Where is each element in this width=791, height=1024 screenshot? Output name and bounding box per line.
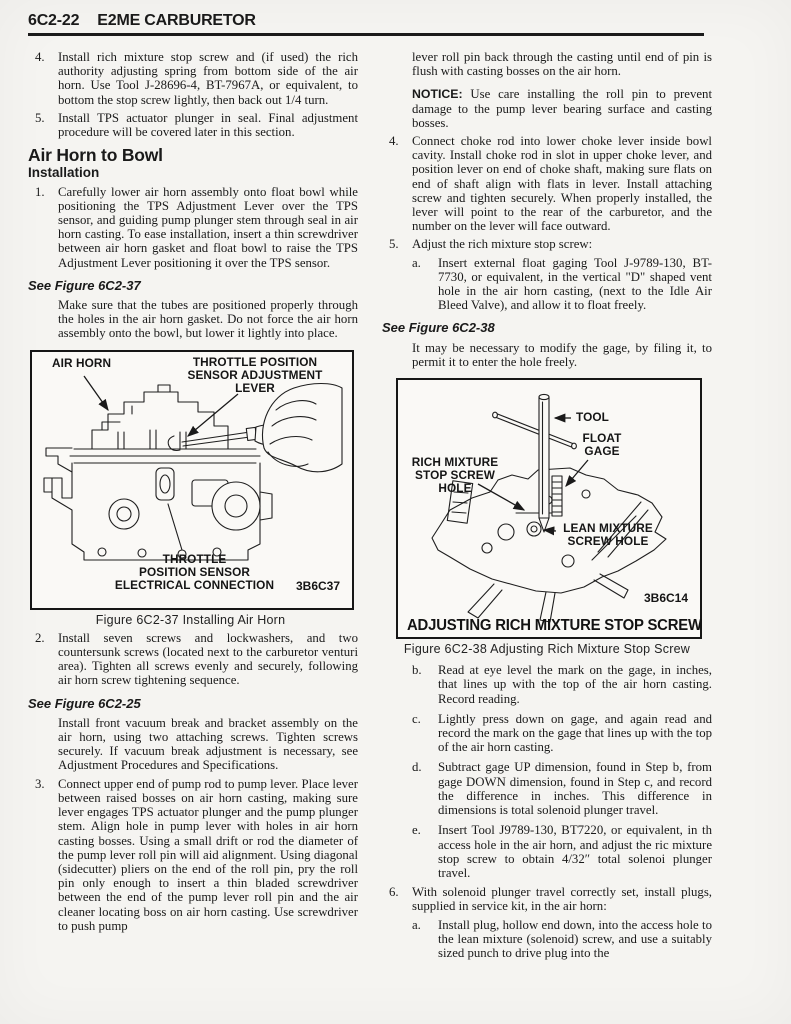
page-title: E2ME CARBURETOR: [97, 12, 256, 29]
step-text: Carefully lower air horn assembly onto f…: [58, 184, 358, 270]
notice-label: NOTICE:: [412, 87, 463, 102]
substep-letter: e.: [412, 823, 421, 838]
left-column: 4. Install rich mixture stop screw and (…: [28, 46, 358, 960]
step-number: 5.: [35, 110, 45, 125]
see-figure-reference: See Figure 6C2-25: [28, 695, 141, 711]
see-figure-reference: See Figure 6C2-38: [382, 320, 495, 336]
figure-note-paragraph: Make sure that the tubes are positioned …: [58, 298, 358, 341]
substep-text: Insert Tool J9789-130, BT7220, or equiva…: [438, 823, 712, 880]
hand: [262, 382, 343, 472]
page-number: 6C2-22: [28, 12, 80, 29]
step-item-1: 1. Carefully lower air horn assembly ont…: [28, 185, 358, 270]
figure-inset-title: ADJUSTING RICH MIXTURE STOP SCREW: [407, 616, 702, 634]
float-gage-label: FLOAT GAGE: [582, 431, 622, 459]
tps-connector: [155, 467, 175, 501]
figure-6c2-38: TOOL FLOAT GAGE RICH MIXTURE STOP SCREW …: [396, 378, 702, 640]
tool-label: TOOL: [576, 410, 609, 425]
installation-subheading: Installation: [28, 165, 100, 181]
step-item-3: 3. Connect upper end of pump rod to pump…: [28, 777, 358, 933]
step-number: 6.: [389, 885, 399, 900]
substep-text: Lightly press down on gage, and again re…: [438, 711, 712, 755]
figure-note-paragraph: It may be necessary to modify the gage, …: [412, 340, 712, 369]
step-number: 5.: [389, 237, 399, 252]
carburetor-body: [43, 384, 261, 561]
substep-item-d: d. Subtract gage UP dimension, found in …: [412, 760, 712, 817]
substep-text: Subtract gage UP dimension, found in Ste…: [438, 760, 712, 818]
notice-text: Use care installing the roll pin to prev…: [412, 87, 713, 130]
figure-art-code: 3B6C14: [644, 591, 689, 606]
see-figure-reference: See Figure 6C2-37: [28, 277, 141, 293]
step-text: Connect choke rod into lower choke lever…: [412, 134, 712, 234]
step-number: 1.: [35, 184, 45, 199]
page-header: 6C2-22 E2ME CARBURETOR: [28, 12, 791, 30]
step-item-2: 2. Install seven screws and lockwashers,…: [28, 631, 358, 688]
section-heading: Air Horn to Bowl: [28, 145, 163, 166]
step-text: Install seven screws and lockwashers, an…: [58, 630, 358, 688]
air-horn-label: AIR HORN: [52, 355, 112, 370]
figure-note-paragraph: Install front vacuum break and bracket a…: [58, 715, 358, 773]
substep-letter: a.: [412, 255, 421, 270]
step-item-4: 4. Connect choke rod into lower choke le…: [382, 134, 712, 233]
substep-letter: d.: [412, 760, 422, 775]
label-arrows: [83, 375, 239, 437]
vacuum-break-housing: [211, 481, 273, 531]
substep-letter: c.: [412, 711, 421, 726]
step-text: Install TPS actuator plunger in seal. Fi…: [58, 110, 358, 140]
substep-text: Insert external float gaging Tool J-9789…: [438, 255, 712, 313]
two-column-body: 4. Install rich mixture stop screw and (…: [28, 46, 791, 960]
substep-item-a: a. Install plug, hollow end down, into t…: [412, 918, 712, 961]
float-gage: [551, 475, 563, 517]
label-arrows: [477, 413, 589, 536]
step-text: Connect upper end of pump rod to pump le…: [58, 776, 358, 933]
substep-text: Read at eye level the mark on the gage, …: [438, 663, 712, 706]
substep-item-e: e. Insert Tool J9789-130, BT7220, or equ…: [412, 823, 712, 880]
step-number: 3.: [35, 776, 45, 791]
step-text: With solenoid plunger travel correctly s…: [412, 885, 712, 914]
step-item-4: 4. Install rich mixture stop screw and (…: [28, 50, 358, 107]
figure-6c2-37: AIR HORN THROTTLE POSITION SENSOR ADJUST…: [30, 349, 354, 610]
header-rule: [28, 33, 704, 36]
step-item-6: 6. With solenoid plunger travel correctl…: [382, 885, 712, 913]
step-number: 4.: [389, 134, 399, 149]
continued-paragraph: lever roll pin back through the casting …: [412, 50, 712, 79]
figure-6c2-38-caption: Figure 6C2-38 Adjusting Rich Mixture Sto…: [403, 642, 691, 657]
right-column: lever roll pin back through the casting …: [382, 46, 712, 960]
substep-item-b: b. Read at eye level the mark on the gag…: [412, 663, 712, 706]
adjusting-rich-mixture-stop-screw-illustration: [431, 393, 667, 623]
step-number: 4.: [35, 50, 45, 64]
step-item-5: 5. Adjust the rich mixture stop screw:: [382, 237, 712, 251]
installing-air-horn-illustration: [43, 375, 343, 561]
step-text: Install rich mixture stop screw and (if …: [58, 50, 358, 107]
rich-mixture-stop-screw-hole-label: RICH MIXTURE STOP SCREW HOLE: [411, 455, 499, 496]
substep-letter: a.: [412, 917, 421, 932]
figure-6c2-37-caption: Figure 6C2-37 Installing Air Horn: [95, 612, 286, 627]
substep-text: Install plug, hollow end down, into the …: [438, 917, 712, 960]
tps-adjustment-lever: [167, 435, 181, 451]
tps-adjustment-lever-label: THROTTLE POSITION SENSOR ADJUSTMENT LEVE…: [187, 354, 323, 395]
notice-paragraph: NOTICE: Use care installing the roll pin…: [412, 87, 712, 130]
figure-art-code: 3B6C37: [296, 578, 341, 593]
lean-mixture-screw-hole-label: LEAN MIXTURE SCREW HOLE: [563, 521, 653, 549]
substep-letter: b.: [412, 663, 422, 678]
step-number: 2.: [35, 630, 45, 645]
substep-item-c: c. Lightly press down on gage, and again…: [412, 712, 712, 755]
step-item-5: 5. Install TPS actuator plunger in seal.…: [28, 111, 358, 139]
tps-electrical-connection-label: THROTTLE POSITION SENSOR ELECTRICAL CONN…: [114, 551, 275, 592]
step-text: Adjust the rich mixture stop screw:: [412, 237, 593, 252]
gaging-tool: [492, 393, 577, 533]
substep-item-a: a. Insert external float gaging Tool J-9…: [412, 256, 712, 313]
label-leader-line: [167, 503, 183, 551]
